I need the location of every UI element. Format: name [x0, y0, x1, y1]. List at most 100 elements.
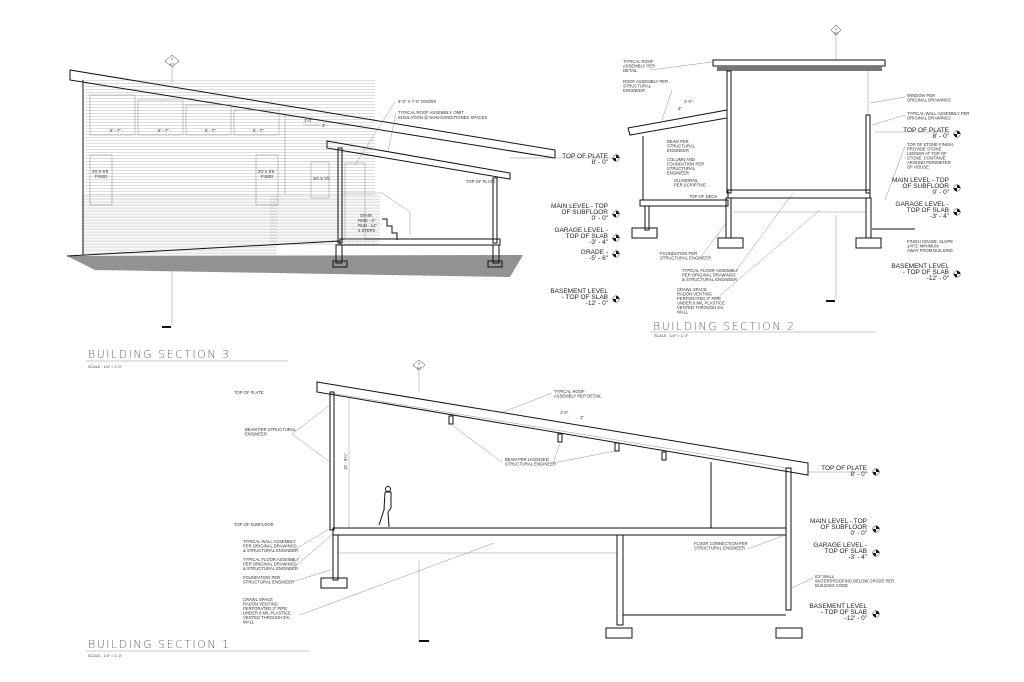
annotation-text: 3'0 X 6'8 [92, 169, 109, 174]
annotation-text: TYPICAL WALL ASSEMBLY [243, 539, 296, 544]
annotation-text: STRUCTURAL [667, 166, 696, 171]
annotation-text: ENGINEER [667, 148, 689, 153]
annotation-text: TOP OF SLAB [907, 207, 949, 214]
clerestory-windows: 5' - 7" 5' - 7" 5' - 7" 5' - 7" [89, 94, 280, 136]
annotation-text: WALL [243, 620, 255, 625]
annotation-text: TYPICAL FLOOR ASSEMBLY [243, 557, 299, 562]
main-floor [727, 189, 871, 199]
annotation-text: ICF WALL [815, 574, 835, 579]
annotation-text: FOUNDATION PER [660, 251, 697, 256]
level-markers: TOP OF PLATE 8' - 0" MAIN LEVEL - TOP OF… [875, 127, 961, 282]
annotation-text: BASEMENT LEVEL [809, 603, 867, 610]
annotation-text: 8' - 0" [932, 133, 949, 140]
main-floor [332, 527, 787, 536]
annotation-text: 0' - 0" [932, 189, 949, 196]
stone-base [82, 195, 277, 257]
annotation-text: TYPICAL ROOF ASSEMBLY. OMIT [398, 110, 464, 115]
annotation-text: ENGINEER [623, 88, 645, 93]
annotation-text: 5' - 7" [253, 128, 264, 133]
annotation-text: RADON VENTING [677, 292, 712, 297]
annotation-text: 8' - 0" [850, 471, 867, 478]
annotation-text: 3 [418, 362, 420, 366]
annotation-text: -3' - 4" [848, 554, 867, 561]
annotation-text: AROUND PERIMETER [907, 160, 951, 165]
annotation-text: TOP OF PLATE [234, 390, 264, 395]
annotation-text: DETAIL [623, 68, 638, 73]
annotation-text: BEAM PER STRUCTURAL [245, 427, 297, 432]
annotation-text: FOUNDATION PER [243, 575, 280, 580]
annotation-text: TOP OF DECK [689, 194, 717, 199]
level-markers: TOP OF PLATE 8' - 0" MAIN LEVEL - TOP OF… [808, 465, 880, 622]
annotation-text: - TOP OF SLAB [903, 269, 949, 276]
annotation-text: 5' - 7" [110, 128, 121, 133]
annotation-text: & STRUCTURAL ENGINEER [243, 566, 298, 571]
section-cut-mark [162, 326, 171, 328]
annotation-text: FOUNDATION PER [667, 162, 704, 167]
annotation-text: 15' - 8¼" [343, 453, 348, 470]
annotation-text: PROVIDE STONE [907, 147, 942, 152]
annotation-text: -12' - 0" [927, 275, 950, 282]
annotation-text: -3' - 4" [930, 213, 949, 220]
building-section-3: 2 A7 5' - 7" 5' - 7" 5' - 7" 5' - 7" 3'0… [66, 54, 620, 369]
ground-earth [67, 255, 523, 277]
annotation-text: RUN - 12" [358, 223, 377, 228]
annotation-text: TYPICAL FLOOR ASSEMBLY [682, 268, 738, 273]
section-title: BUILDING SECTION 1 [88, 638, 231, 651]
annotation-text: A2 [834, 32, 839, 36]
section-title: BUILDING SECTION 2 [653, 320, 796, 333]
annotation-text: 3 STEPS [358, 228, 375, 233]
annotation-text: MAIN LEVEL - TOP [810, 518, 867, 525]
annotation-text: STAIR [360, 213, 372, 218]
annotation-text: OF HOUSE [907, 165, 929, 170]
annotation-text: - TOP OF SLAB [562, 294, 608, 301]
annotation-text: -5' - 6" [589, 255, 608, 262]
annotation-text: SCALE : 1/4" = 1'-0" [88, 365, 123, 369]
annotation-text: SCALE : 1/4" = 1'-0" [654, 334, 689, 338]
annotation-text: CRAWL SPACE [677, 287, 707, 292]
annotation-text: OF SUBFLOOR [561, 209, 608, 216]
annotation-text: ORIGINAL DRAWINGS [907, 98, 951, 103]
building-section-1: 3 A7 15' - 8¼" 1'-0" 3" TOP OF PLATE BEA… [86, 359, 894, 658]
annotation-text: PER SCRIPTIVE [674, 183, 706, 188]
section-title: BUILDING SECTION 3 [88, 348, 231, 361]
annotation-text: 3" [678, 106, 682, 111]
annotation-text: STRUCTURAL ENGINEER [694, 546, 745, 551]
annotation-text: PERFORATED 3" PIPE [243, 606, 287, 611]
level-markers: TOP OF PLATE 8' - 0" MAIN LEVEL - TOP OF… [510, 153, 620, 307]
annotation-text: STRUCTURAL ENGINEER [505, 462, 556, 467]
human-scale-figure [378, 486, 392, 528]
annotation-text: FLOOR CONNECTION PER [694, 541, 748, 546]
annotation-text: 3'-0" X 7'-0" DOORS [398, 99, 437, 104]
annotation-text: WATERPROOFING BELOW GRADE PER [815, 579, 894, 584]
annotation-text: 3/0 X 7/0 [313, 176, 330, 181]
annotation-text: AWAY FROM BUILDING [907, 248, 953, 253]
annotation-text: TOP OF STONE FINISH, [907, 142, 954, 147]
annotation-text: & STRUCTURAL ENGINEER [243, 548, 298, 553]
annotation-text: 1'-0" [560, 410, 569, 415]
annotation-text: TOP OF SLAB [825, 548, 867, 555]
annotation-text: CRAWL SPACE [243, 597, 273, 602]
annotation-text: TOP OF SLAB [566, 233, 608, 240]
annotation-text: 8' - 0" [591, 159, 608, 166]
annotation-text: 1/4"/1' MINIMUM [907, 244, 939, 249]
annotation-text: VENTED THROUGH EX. [243, 615, 290, 620]
annotation-text: GRADE - [581, 249, 608, 256]
stair [382, 218, 398, 240]
siding-wall [85, 80, 375, 195]
annotation-text: WALL [677, 310, 689, 315]
annotation-text: BUILDING CODE [815, 583, 848, 588]
annotation-text: 5' - 7" [205, 128, 216, 133]
annotation-text: - TOP OF SLAB [821, 609, 867, 616]
annotation-text: PER ORIGINAL DRAWINGS [682, 273, 736, 278]
annotation-text: GARAGE LEVEL - [895, 201, 949, 208]
annotation-text: ASSEMBLY PER [623, 64, 655, 69]
annotation-text: TOP OF PLATE [562, 153, 609, 160]
annotation-text: ORIGINAL DRAWINGS [907, 116, 951, 121]
annotation-text: TYPICAL ROOF [623, 59, 654, 64]
annotation-text: BEAM PER [667, 139, 689, 144]
window-fixed [255, 154, 279, 206]
annotation-text: ENGINEER [245, 432, 267, 437]
annotation-text: STRUCTURAL ENGINEER [243, 580, 294, 585]
